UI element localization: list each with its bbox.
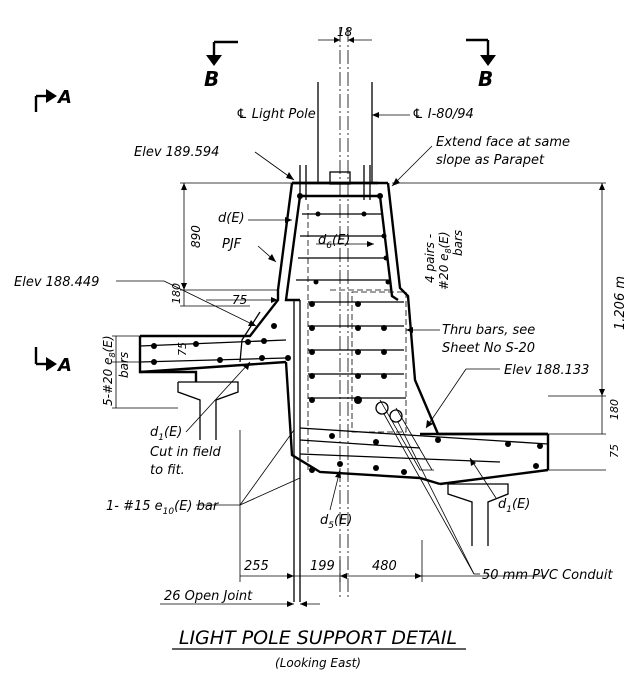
centerlines (339, 28, 349, 600)
label-cl-i80: ℄ I-80/94 (412, 107, 474, 122)
labels: ℄ Light Pole ℄ I-80/94 Elev 189.594 Exte… (14, 107, 613, 583)
label-bars-left-2: bars (117, 352, 131, 378)
dim-180-right-text: 180 (608, 399, 621, 420)
dim-199-text: 199 (310, 559, 335, 574)
title-block: LIGHT POLE SUPPORT DETAIL (Looking East) (172, 627, 466, 670)
label-cl-light-pole: ℄ Light Pole (236, 107, 316, 122)
pedestal-outline (138, 181, 550, 602)
label-elev-top: Elev 189.594 (134, 145, 219, 160)
label-extend-face-1: Extend face at same (436, 135, 570, 150)
section-marker-b-right: B (466, 38, 496, 91)
dim-1206-text: 1.206 m (613, 276, 628, 330)
dim-75-right-text: 75 (608, 444, 621, 458)
dim-255-text: 255 (244, 559, 269, 574)
dim-75-top-text: 75 (232, 293, 247, 307)
label-pairs-3: bars (451, 230, 465, 256)
section-marker-b-left: B (204, 40, 238, 91)
label-d1-right: d1(E) (498, 497, 530, 515)
label-elev-mid: Elev 188.449 (14, 275, 99, 290)
label-bar-e10: 1- #15 e10(E) bar (106, 499, 220, 517)
dimension-top-width: 18 (318, 25, 372, 43)
label-pairs-1: 4 pairs - (423, 234, 437, 283)
label-elev-right: Elev 188.133 (504, 363, 589, 378)
label-pjf: PJF (222, 237, 242, 252)
section-marker-a-bottom: A (34, 347, 72, 376)
dimension-bottom-row: 255 199 480 (239, 430, 546, 582)
label-cut-2: to fit. (150, 463, 185, 478)
dimension-open-joint: 26 Open Joint (160, 589, 320, 607)
section-label-b-right: B (478, 67, 493, 91)
label-d5: d5(E) (320, 513, 352, 531)
leaders (116, 112, 500, 575)
dim-180-left-text: 180 (170, 283, 183, 304)
label-d-e: d(E) (218, 211, 245, 226)
dimension-1206: 1.206 m 180 75 (392, 182, 628, 471)
label-thru-1: Thru bars, see (442, 323, 535, 338)
section-label-a-bottom: A (56, 355, 72, 376)
drawing-title: LIGHT POLE SUPPORT DETAIL (179, 627, 457, 649)
label-conduit: 50 mm PVC Conduit (482, 568, 613, 583)
dim-75-left-text: 75 (176, 342, 189, 356)
dim-480-text: 480 (372, 559, 397, 574)
dimension-890: 890 (180, 182, 292, 290)
label-cut-1: Cut in field (150, 445, 222, 460)
label-d1-left: d1(E) (150, 425, 182, 443)
label-bars-left-1: 5-#20 e8(E) (101, 335, 117, 406)
label-pairs-2: #20 e8(E) (437, 231, 453, 290)
dim-890-text: 890 (189, 225, 203, 248)
bar-dots (151, 193, 543, 475)
dim-top-width-text: 18 (337, 25, 353, 39)
open-joint-text: 26 Open Joint (164, 589, 253, 604)
dimension-180-left: 180 (170, 283, 278, 307)
label-extend-face-2: slope as Parapet (436, 153, 545, 168)
dimension-75-top: 75 (206, 293, 278, 307)
section-label-b-left: B (204, 67, 219, 91)
label-d6: d6(E) (318, 233, 350, 251)
section-label-a-top: A (56, 87, 72, 108)
dimension-75-left: 75 (112, 335, 189, 409)
drawing-subtitle: (Looking East) (275, 656, 361, 670)
label-thru-2: Sheet No S-20 (442, 341, 535, 356)
section-marker-a-top: A (34, 87, 72, 112)
